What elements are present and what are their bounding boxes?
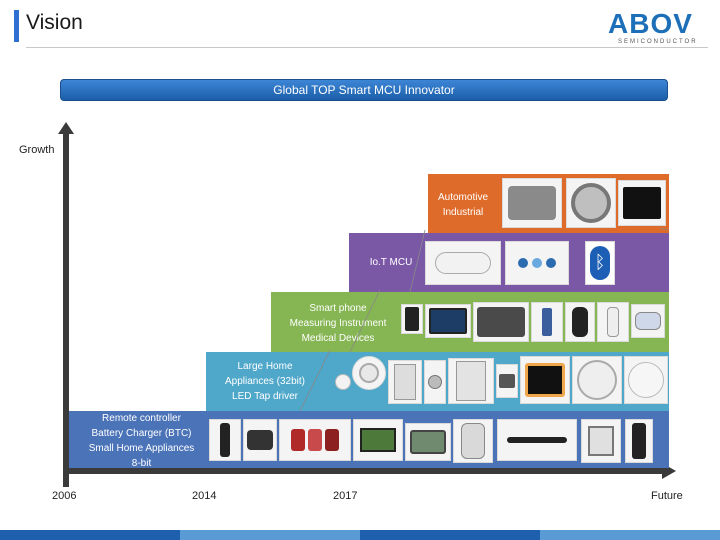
thermometer-image — [597, 302, 629, 342]
small-appliances-image — [279, 419, 351, 461]
step-automotive-line-2: Industrial — [442, 207, 484, 218]
glucose-meter-image — [631, 304, 665, 338]
mirror-panel-image — [520, 356, 570, 404]
company-logo: ABOV SEMICONDUCTOR — [608, 8, 708, 46]
step-automotive: Automotive Industrial — [428, 174, 669, 233]
logo-subtext: SEMICONDUCTOR — [618, 39, 698, 45]
handheld-device-image — [405, 423, 451, 461]
measuring-tools-image — [531, 302, 563, 342]
y-axis-label: Growth — [19, 144, 55, 156]
washing-machine-image — [424, 360, 446, 404]
round-lamp-image — [572, 356, 622, 404]
x-tick-future: Future — [651, 490, 683, 502]
step-automotive-line-1: Automotive — [437, 192, 489, 203]
safe-image — [581, 419, 621, 463]
lcd-monitor-image — [353, 419, 403, 461]
bluetooth-icon: ᛒ — [585, 241, 615, 285]
hair-straightener-image — [497, 419, 577, 461]
tablet-image — [425, 304, 471, 338]
downlight-image — [352, 356, 386, 390]
step-8bit-line-4: 8-bit — [131, 458, 152, 469]
page-title: Vision — [26, 11, 83, 34]
blood-pressure-meter-image — [565, 302, 595, 342]
led-bulbs-image — [326, 362, 360, 402]
footer-bar — [0, 530, 720, 540]
ceiling-light-image — [624, 356, 668, 404]
x-tick-2006: 2006 — [52, 490, 77, 502]
brake-disc-image — [566, 178, 616, 228]
smart-phone-image — [401, 304, 423, 334]
step-large-appliances-line-3: LED Tap driver — [232, 391, 298, 402]
step-automotive-label: Automotive Industrial — [428, 190, 498, 220]
car-dashboard-image — [473, 302, 529, 342]
step-large-appliances-label: Large Home Appliances (32bit) LED Tap dr… — [210, 359, 320, 404]
title-accent-bar — [14, 10, 19, 42]
engine-image — [502, 178, 562, 228]
step-large-appliances-line-2: Appliances (32bit) — [224, 376, 306, 387]
step-8bit-line-3: Small Home Appliances — [88, 443, 195, 454]
step-smart-devices-line-1: Smart phone — [309, 303, 367, 314]
door-lock-image — [625, 419, 653, 463]
vision-banner: Global TOP Smart MCU Innovator — [60, 79, 668, 101]
step-iot-line-1: Io.T MCU — [369, 257, 413, 268]
refrigerator-image — [388, 360, 422, 404]
iot-sensors-image — [505, 241, 569, 285]
step-smart-devices-label: Smart phone Measuring Instrument Medical… — [277, 301, 399, 346]
x-axis — [63, 468, 663, 474]
step-smart-devices-line-3: Medical Devices — [301, 333, 375, 344]
x-tick-2014: 2014 — [192, 490, 217, 502]
step-8bit-line-1: Remote controller — [102, 413, 181, 424]
y-axis — [63, 132, 69, 487]
step-large-appliances-line-1: Large Home — [237, 361, 293, 372]
battery-charger-image — [243, 419, 277, 461]
step-8bit: Remote controller Battery Charger (BTC) … — [69, 411, 669, 471]
step-smart-devices: Smart phone Measuring Instrument Medical… — [271, 292, 669, 352]
step-large-appliances: Large Home Appliances (32bit) LED Tap dr… — [206, 352, 669, 411]
step-8bit-line-2: Battery Charger (BTC) — [91, 428, 192, 439]
y-axis-arrowhead — [58, 122, 74, 134]
banner-text: Global TOP Smart MCU Innovator — [273, 83, 455, 97]
step-smart-devices-line-2: Measuring Instrument — [289, 318, 387, 329]
title-divider — [26, 47, 708, 48]
step-iot-label: Io.T MCU — [361, 255, 421, 270]
air-conditioner-image — [448, 358, 494, 404]
step-iot: Io.T MCU ᛒ — [349, 233, 669, 292]
step-8bit-label: Remote controller Battery Charger (BTC) … — [79, 411, 204, 471]
x-tick-2017: 2017 — [333, 490, 358, 502]
digital-meter-image — [618, 180, 666, 226]
wearable-band-image — [425, 241, 501, 285]
logo-wordmark: ABOV — [608, 8, 693, 39]
water-purifier-image — [453, 419, 493, 463]
remote-controller-image — [209, 419, 241, 461]
microwave-image — [496, 364, 518, 398]
